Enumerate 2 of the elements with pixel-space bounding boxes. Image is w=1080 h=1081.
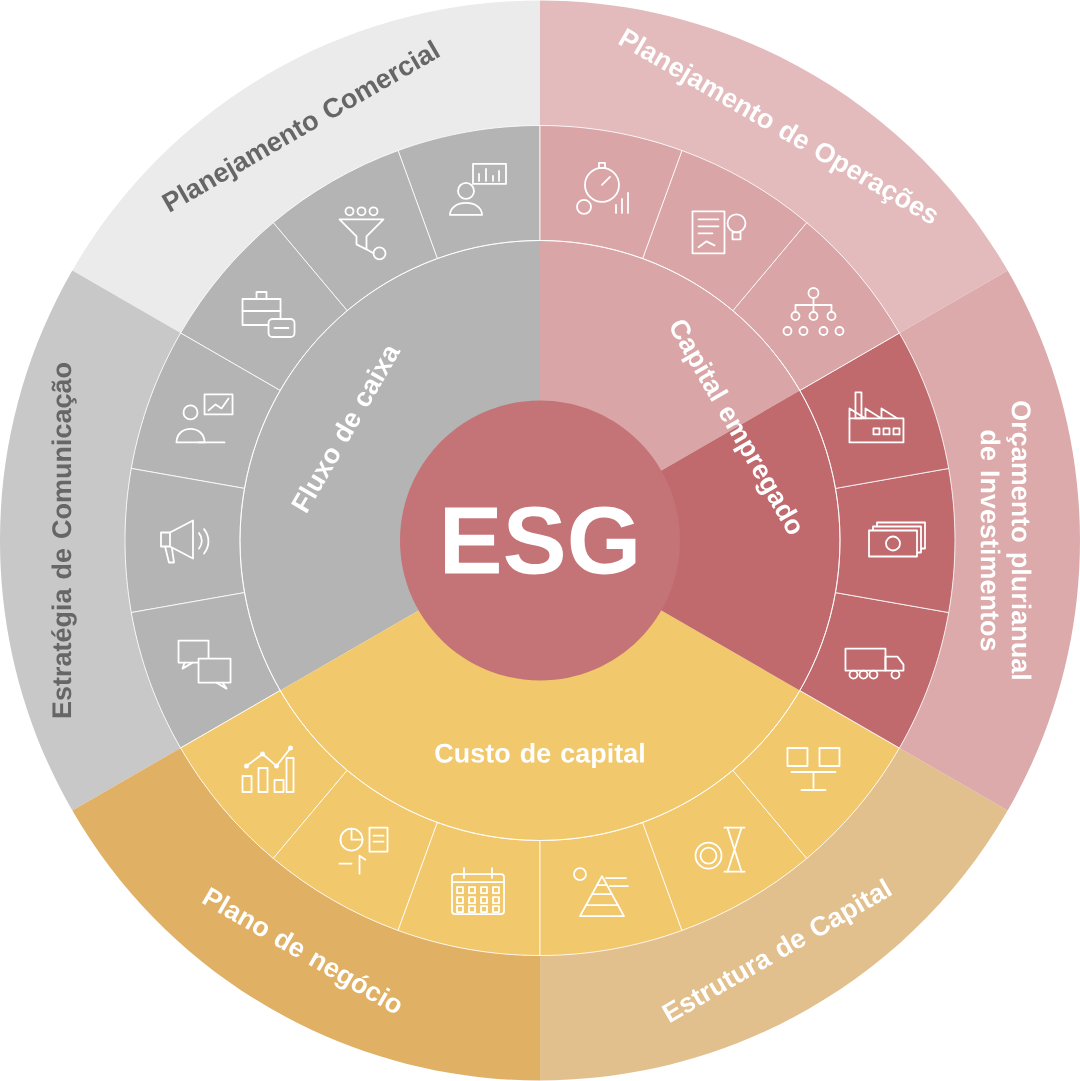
sector-band: Estratégia de Comunicação bbox=[0, 270, 181, 811]
sector-band: Orçamento plurianual de Investimentos bbox=[899, 270, 1080, 811]
